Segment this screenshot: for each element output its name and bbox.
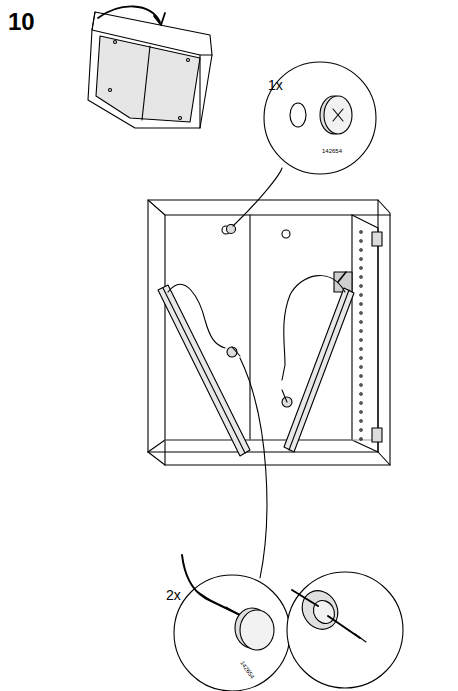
shelf-hole [360,348,362,350]
callout-circle [174,555,290,691]
shelf-hole [360,240,362,242]
shelf-hole [360,249,362,251]
shelf-hole [360,393,362,395]
callout-circle [264,62,376,174]
quantity: 1x [268,78,283,92]
step-number: 10 [8,10,35,34]
shelf-hole [360,258,362,260]
shelf-hole [360,402,362,404]
light-bar [282,272,354,452]
shelf-hole [360,384,362,386]
callout-circle [287,572,403,688]
shelf-hole [360,339,362,341]
shelf-hole [360,276,362,278]
cabinet [148,200,390,465]
leader-line [233,168,282,226]
quantity: 2x [166,588,181,602]
shelf-hole [360,294,362,296]
shelf-hole [360,321,362,323]
shelf-hole [360,231,362,233]
leader-line [240,358,267,578]
shelf-hole [360,267,362,269]
shelf-hole [360,420,362,422]
shelf-hole [360,375,362,377]
light-bar [158,284,250,456]
shelf-hole [360,330,362,332]
shelf-hole [360,312,362,314]
shelf-hole [360,357,362,359]
shelf-hole [360,438,362,440]
flip-icon [88,6,212,128]
shelf-hole [360,285,362,287]
shelf-hole [360,429,362,431]
shelf-hole [360,411,362,413]
shelf-hole [360,366,362,368]
shelf-hole [360,303,362,305]
part-number: 142654 [322,148,342,154]
